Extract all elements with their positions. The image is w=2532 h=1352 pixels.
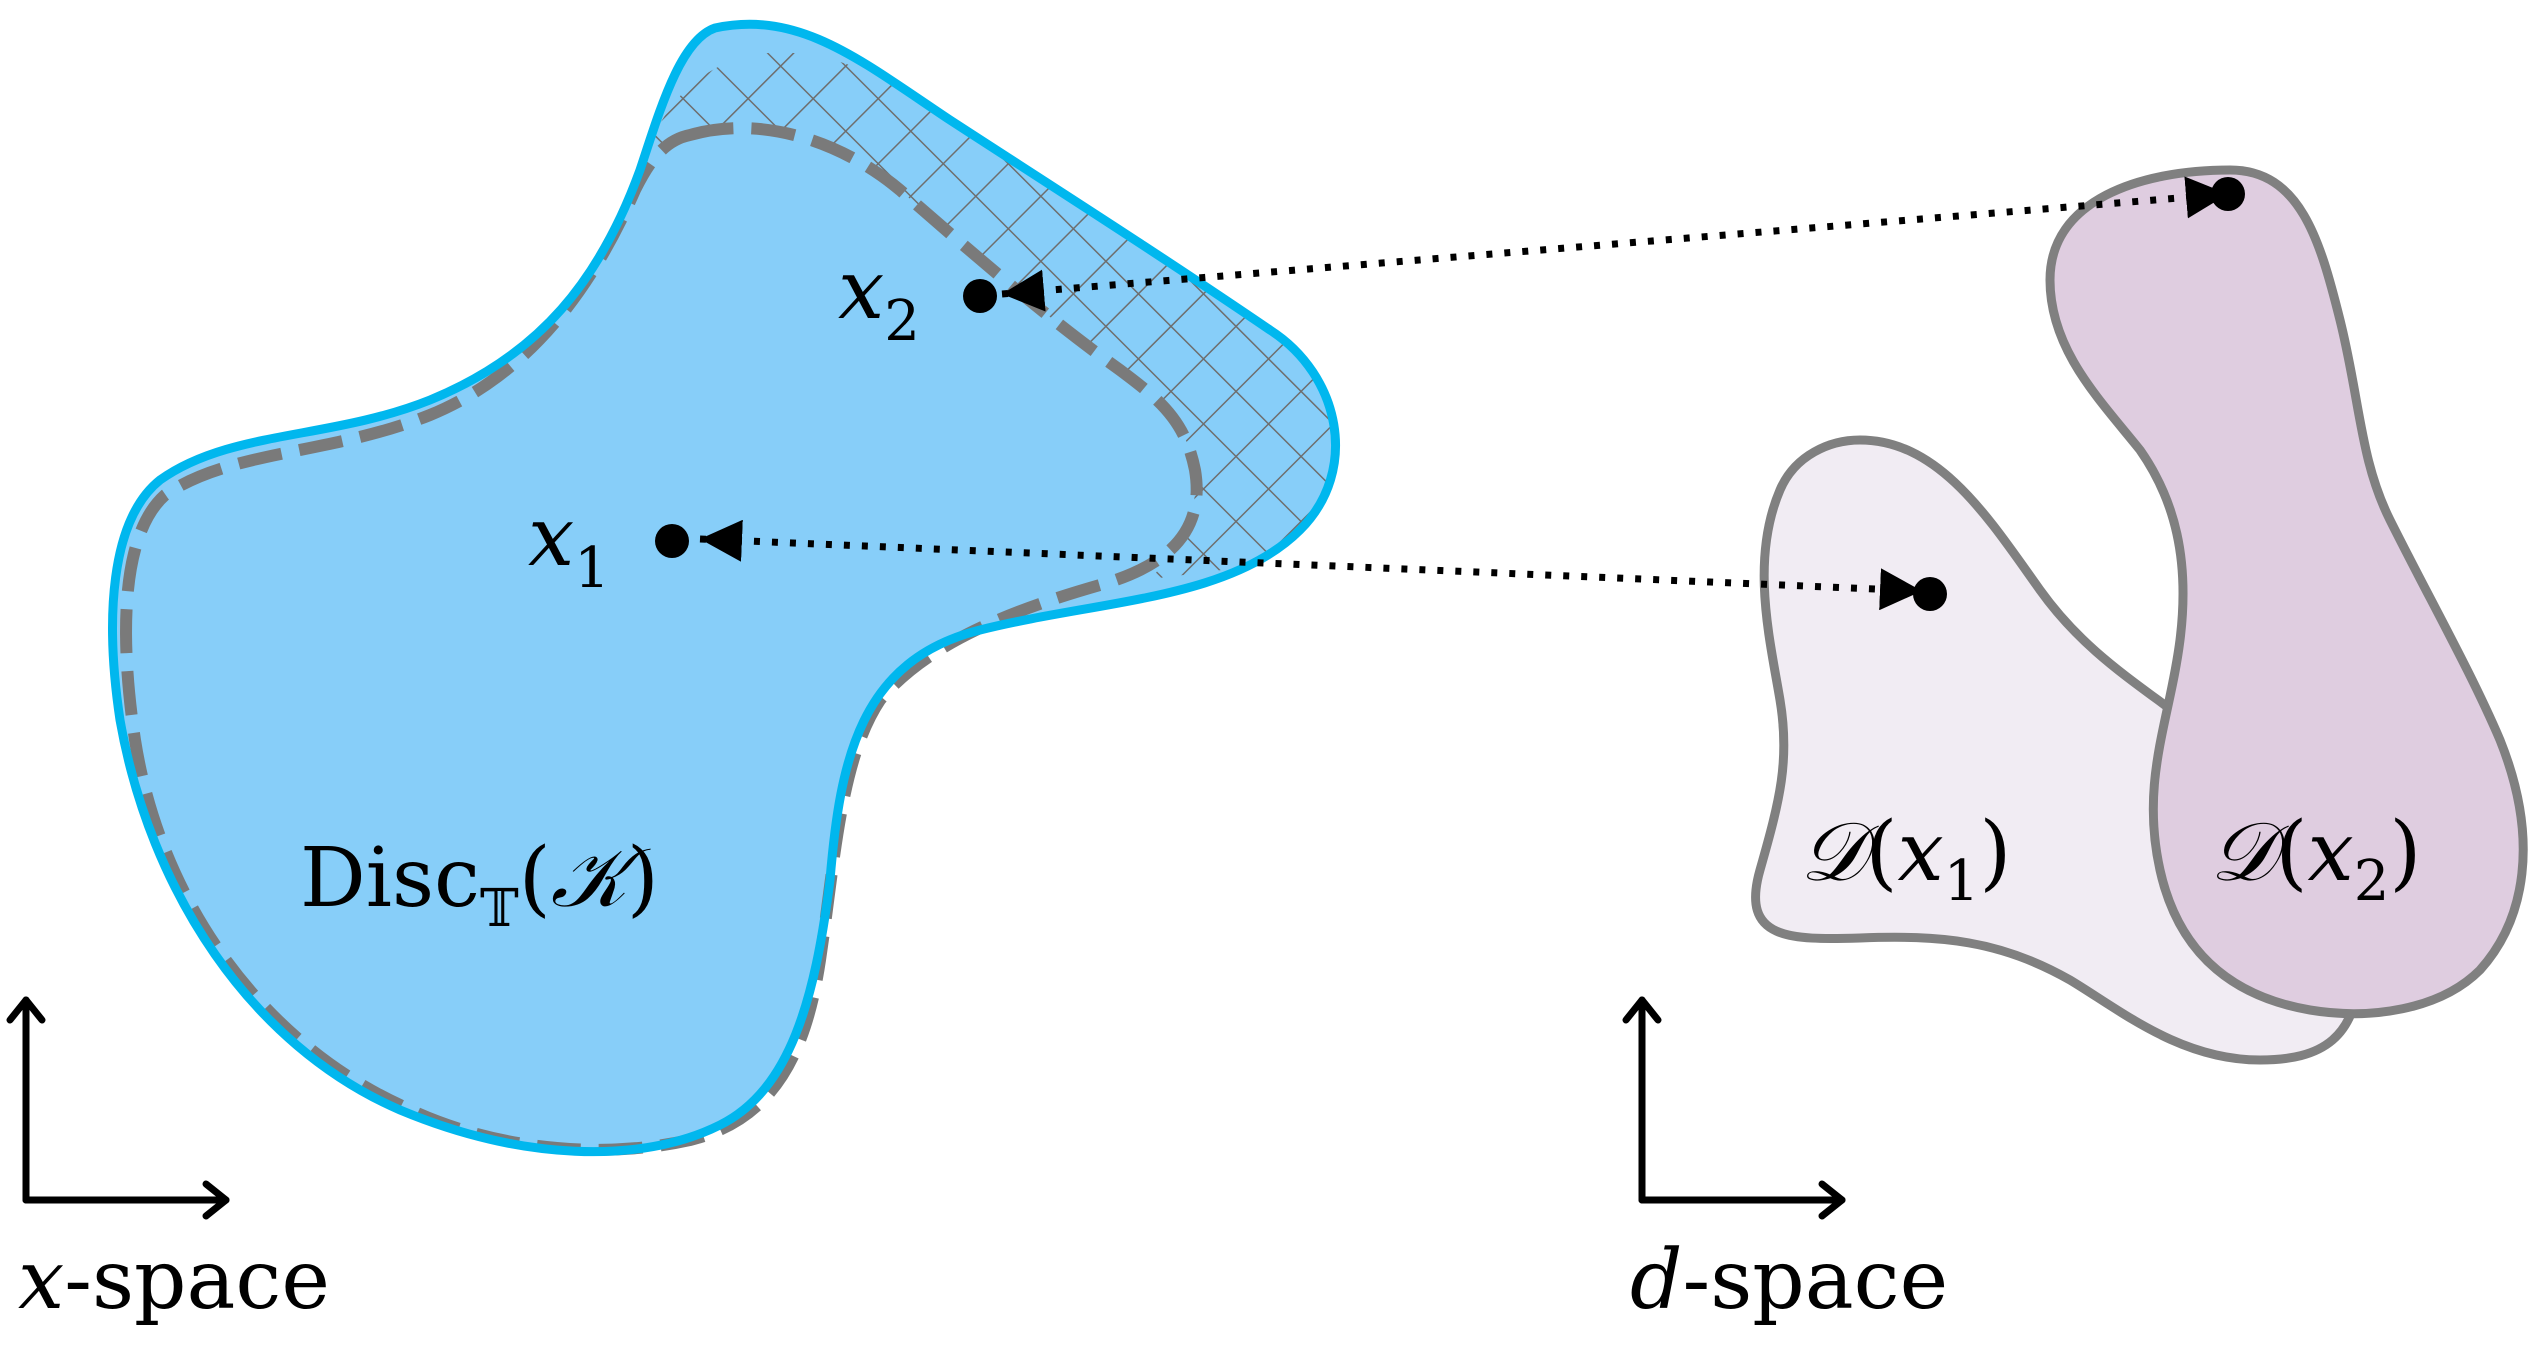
point-d-x2 [2211,177,2245,211]
label-disc: Disc𝕋(𝒦) [300,831,659,939]
disc-region [108,19,1341,1157]
set-d-x2 [2045,165,2528,1019]
label-x1: x1 [528,490,610,601]
label-x2: x2 [838,243,920,354]
x-space-axes [6,996,230,1220]
disc-region-outline [108,19,1341,1157]
arrow-x1-d-x1 [699,519,1923,611]
disc-region-fill [112,24,1336,1152]
mapping-arrows [699,176,2229,611]
d-space-axes [1622,996,1846,1220]
point-x1 [655,524,689,558]
point-x2 [963,279,997,313]
label-d-space: d-space [1630,1233,1948,1328]
dashed-boundary [120,122,1203,1156]
label-x-space: x-space [18,1233,330,1328]
point-d-x1 [1913,577,1947,611]
label-d-x2: 𝒟(x2) [2210,805,2421,914]
set-d-x2-shape [2045,165,2528,1019]
label-d-x1: 𝒟(x1) [1800,805,2011,914]
arrow-x2-d-x2 [1001,176,2229,312]
